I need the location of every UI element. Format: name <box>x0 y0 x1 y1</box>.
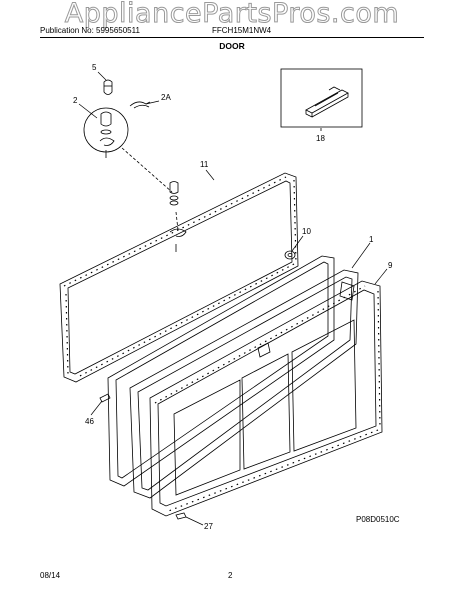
section-title: DOOR <box>219 41 245 51</box>
callout-1: 1 <box>369 235 374 244</box>
callout-5: 5 <box>92 63 97 72</box>
door-gasket <box>59 172 299 383</box>
leader-10 <box>291 235 304 252</box>
leader-9 <box>374 268 388 285</box>
screw-46 <box>99 393 111 403</box>
leader-2 <box>78 103 98 119</box>
leader-1 <box>351 242 371 269</box>
callout-46: 46 <box>85 417 94 426</box>
door-frame <box>129 269 359 499</box>
footer-date: 08/14 <box>40 571 61 580</box>
watermark-logo: AppliancePartsPros.com <box>64 0 400 30</box>
inset-detail-box <box>280 68 363 128</box>
hinge-cap-10 <box>284 250 296 260</box>
leader-46 <box>90 400 103 416</box>
publication-number: Publication No: 5995650511 <box>40 26 140 35</box>
callout-2: 2 <box>73 96 78 105</box>
callout-27: 27 <box>204 522 213 531</box>
callout-9: 9 <box>388 261 393 270</box>
door-liner <box>107 255 335 487</box>
lock-parts-group <box>83 79 187 252</box>
leader-11 <box>205 169 215 181</box>
outer-door-panel <box>149 280 383 517</box>
callout-11: 11 <box>200 160 209 169</box>
leader-2a <box>145 100 160 105</box>
callout-10: 10 <box>302 227 311 236</box>
callout-2a: 2A <box>161 93 171 102</box>
leader-5 <box>97 71 107 81</box>
illustration-code: P08D0510C <box>356 515 400 524</box>
screw-27 <box>175 512 187 520</box>
callout-18: 18 <box>316 134 325 143</box>
leader-27 <box>185 516 204 526</box>
page-number: 2 <box>228 571 233 580</box>
header-rule <box>40 37 424 38</box>
model-number: FFCH15M1NW4 <box>212 26 272 35</box>
